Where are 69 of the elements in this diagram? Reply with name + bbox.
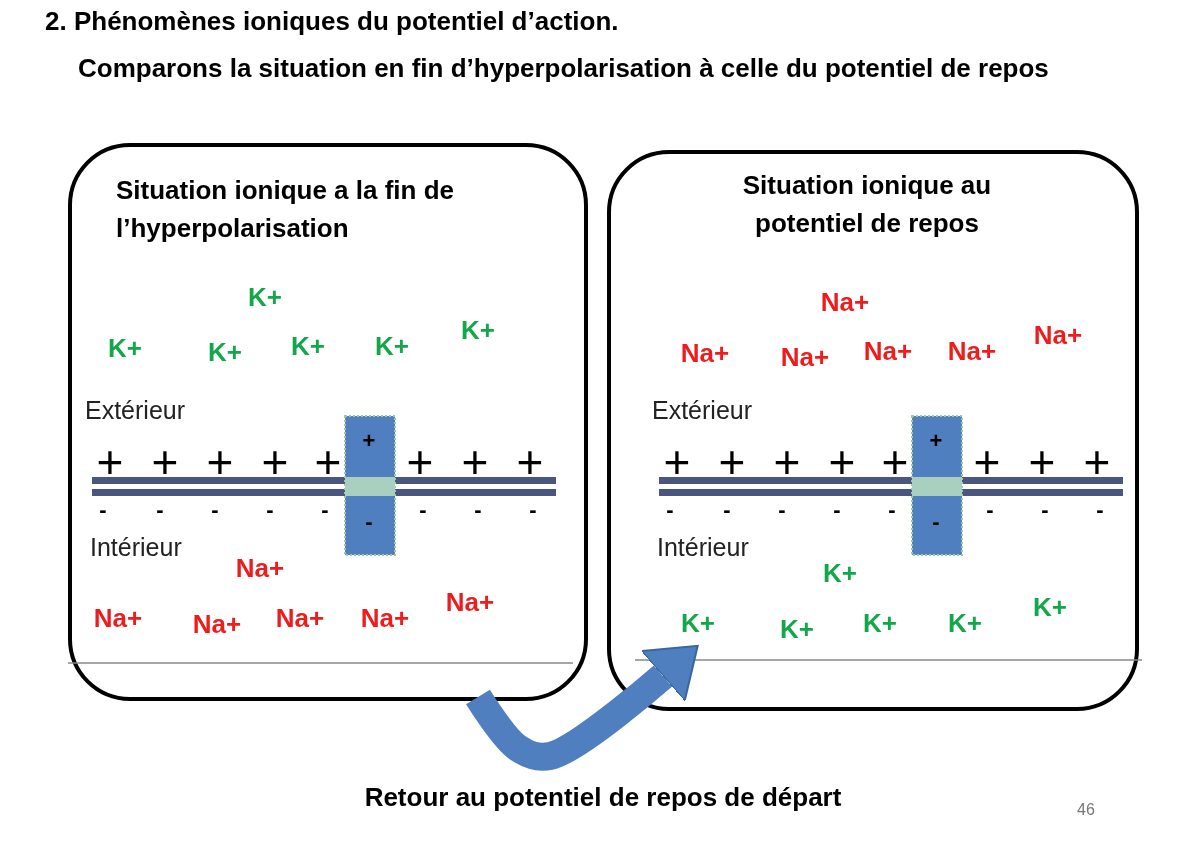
- charge-sign: +: [828, 439, 856, 485]
- charge-sign: -: [156, 497, 164, 523]
- ion-label: Na+: [445, 586, 495, 618]
- title: 2. Phénomènes ioniques du potentiel d’action.: [45, 6, 619, 37]
- charge-sign: +: [663, 439, 691, 485]
- panel-heading: Situation ionique au potentiel de repos: [741, 169, 993, 240]
- region-label: Extérieur: [652, 396, 753, 425]
- charge-sign: -: [778, 497, 786, 523]
- region-label: Extérieur: [85, 396, 186, 425]
- charge-sign: +: [406, 439, 434, 485]
- ion-label: Na+: [947, 335, 997, 367]
- ion-label: K+: [248, 281, 282, 313]
- ion-label: Na+: [275, 602, 325, 634]
- ion-label: K+: [1033, 591, 1067, 623]
- charge-sign: -: [266, 497, 274, 523]
- charge-sign: -: [321, 497, 329, 523]
- charge-sign: -: [1041, 497, 1049, 523]
- charge-sign: +: [1028, 439, 1056, 485]
- charge-sign: -: [99, 497, 107, 523]
- charge-sign: +: [718, 439, 746, 485]
- subtitle: Comparons la situation en fin d’hyperpolarisation à celle du potentiel de repos: [78, 52, 1050, 85]
- ion-label: K+: [291, 330, 325, 362]
- ion-label: Na+: [93, 602, 143, 634]
- charge-sign: -: [474, 497, 482, 523]
- ion-label: Na+: [1033, 319, 1083, 351]
- ion-label: K+: [461, 314, 495, 346]
- charge-sign: +: [314, 439, 342, 485]
- ion-label: K+: [823, 557, 857, 589]
- region-label: Intérieur: [90, 533, 182, 562]
- ion-label: K+: [375, 330, 409, 362]
- charge-sign: +: [929, 428, 943, 454]
- charge-sign: -: [723, 497, 731, 523]
- charge-sign: +: [773, 439, 801, 485]
- charge-sign: -: [211, 497, 219, 523]
- charge-sign: +: [206, 439, 234, 485]
- charge-sign: +: [1083, 439, 1111, 485]
- page-number: 46: [1077, 801, 1095, 819]
- charge-sign: -: [529, 497, 537, 523]
- region-label: Intérieur: [657, 533, 749, 562]
- ion-label: K+: [208, 336, 242, 368]
- charge-sign: +: [881, 439, 909, 485]
- charge-sign: -: [932, 509, 940, 535]
- charge-sign: +: [973, 439, 1001, 485]
- charge-sign: +: [461, 439, 489, 485]
- charge-sign: -: [986, 497, 994, 523]
- ion-label: Na+: [192, 608, 242, 640]
- ion-label: K+: [780, 613, 814, 645]
- charge-sign: -: [1096, 497, 1104, 523]
- ion-label: K+: [948, 607, 982, 639]
- ion-label: Na+: [680, 337, 730, 369]
- ion-label: Na+: [820, 286, 870, 318]
- charge-sign: +: [96, 439, 124, 485]
- charge-sign: -: [365, 509, 373, 535]
- ion-label: K+: [863, 607, 897, 639]
- ion-label: K+: [108, 332, 142, 364]
- ion-label: Na+: [360, 602, 410, 634]
- charge-sign: +: [516, 439, 544, 485]
- ion-label: Na+: [235, 552, 285, 584]
- ion-label: Na+: [780, 341, 830, 373]
- ion-label: K+: [681, 607, 715, 639]
- charge-sign: +: [151, 439, 179, 485]
- charge-sign: -: [419, 497, 427, 523]
- panel-heading: Situation ionique a la fin de l’hyperpolarisation: [116, 174, 455, 245]
- charge-sign: +: [261, 439, 289, 485]
- charge-sign: -: [888, 497, 896, 523]
- charge-sign: -: [833, 497, 841, 523]
- charge-sign: -: [666, 497, 674, 523]
- ion-label: Na+: [863, 335, 913, 367]
- charge-sign: +: [362, 428, 376, 454]
